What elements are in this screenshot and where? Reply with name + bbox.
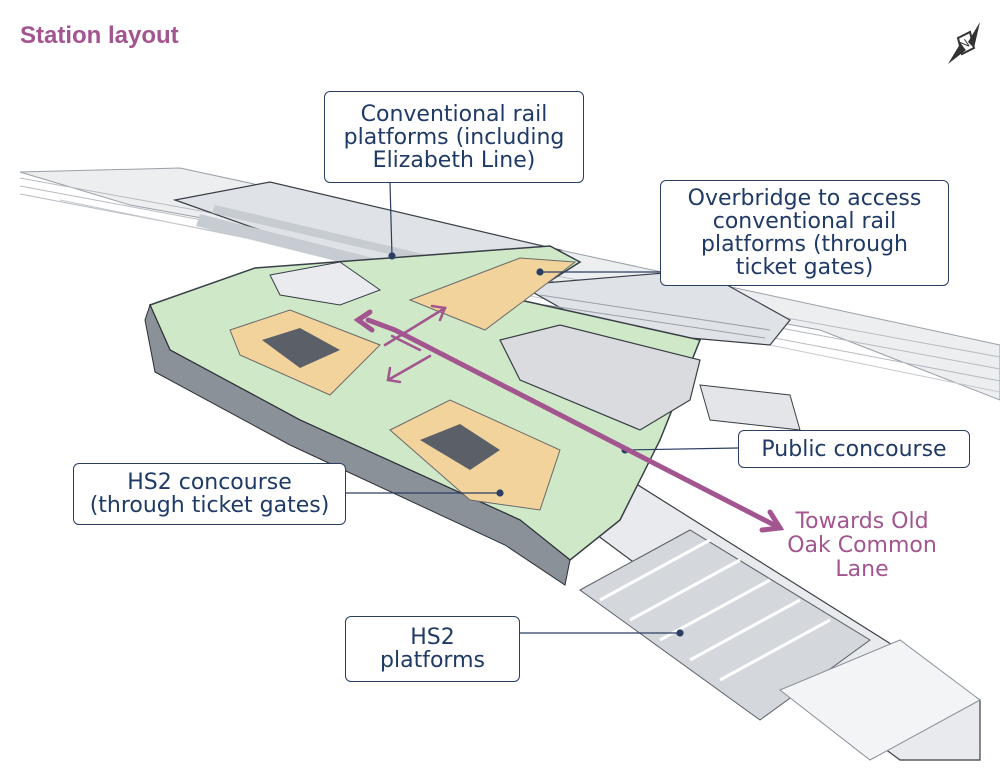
callout-hs2-concourse: HS2 concourse (through ticket gates) xyxy=(73,463,346,525)
callout-line: platforms (including xyxy=(343,124,565,150)
callout-line: conventional rail xyxy=(712,209,897,234)
callout-line: (through ticket gates) xyxy=(89,493,330,518)
callout-line: HS2 xyxy=(410,625,455,650)
callout-public-concourse: Public concourse xyxy=(738,430,970,468)
callout-hs2-platforms: HS2 platforms xyxy=(345,616,520,682)
leader-lines xyxy=(346,182,739,637)
north-arrow-icon: N xyxy=(948,22,980,64)
callout-line: Conventional rail xyxy=(360,101,548,127)
direction-label-line: Lane xyxy=(835,557,889,582)
callout-line: HS2 concourse xyxy=(127,470,292,495)
direction-arrow xyxy=(353,309,785,533)
callout-overbridge: Overbridge to access conventional rail p… xyxy=(660,180,949,286)
concourse-deck xyxy=(144,245,702,586)
overbridge-gated-area xyxy=(408,257,577,331)
concourse-flow-arrows xyxy=(383,304,447,384)
callout-conventional-platforms: Conventional rail platforms (including E… xyxy=(324,91,584,183)
callout-line: Overbridge to access xyxy=(687,186,922,211)
direction-label-line: Oak Common xyxy=(787,533,937,558)
callout-line: ticket gates) xyxy=(735,255,874,280)
callout-line: platforms (through xyxy=(701,232,908,257)
direction-label: Towards Old Oak Common Lane xyxy=(752,510,972,582)
hs2-platforms-structure xyxy=(568,479,981,761)
direction-label-line: Towards Old xyxy=(795,509,929,534)
circulation-arrows xyxy=(353,304,785,533)
page-title: Station layout xyxy=(20,22,179,49)
callout-line: platforms xyxy=(380,648,485,673)
callout-line: Public concourse xyxy=(761,436,947,462)
callout-line: Elizabeth Line) xyxy=(372,147,536,173)
